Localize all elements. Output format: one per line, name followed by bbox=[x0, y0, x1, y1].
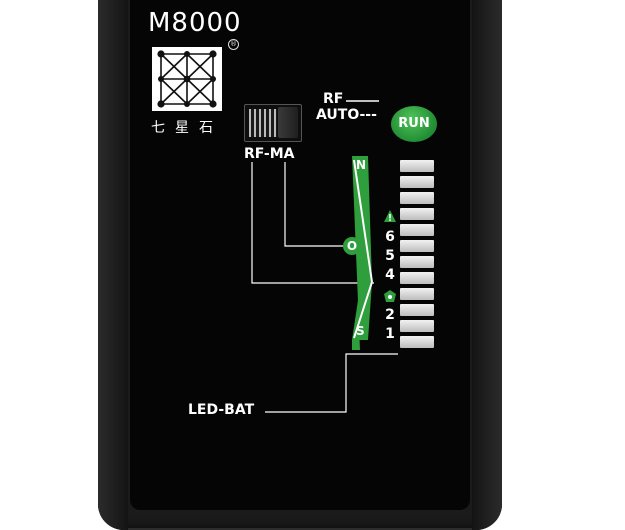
rf-legend-label: RF bbox=[323, 91, 344, 107]
led-segment bbox=[400, 320, 434, 332]
strength-needle-upper bbox=[353, 159, 373, 283]
pentagon-marker-icon bbox=[384, 290, 396, 302]
battery-callout-line bbox=[265, 353, 398, 413]
switch-grip bbox=[249, 109, 277, 137]
led-segment bbox=[400, 304, 434, 316]
strength-wedge-upper bbox=[352, 156, 372, 350]
level-number: 5 bbox=[385, 248, 395, 264]
led-segment bbox=[400, 224, 434, 236]
led-segment bbox=[400, 288, 434, 300]
led-segment bbox=[400, 256, 434, 268]
led-level-bar bbox=[400, 160, 434, 352]
led-segment bbox=[400, 272, 434, 284]
level-number: 6 bbox=[385, 229, 395, 245]
device-right-bezel bbox=[472, 0, 502, 530]
auto-legend-label: AUTO--- bbox=[316, 107, 377, 123]
south-label: S bbox=[356, 324, 365, 338]
exclamation-triangle-icon bbox=[384, 210, 396, 222]
strength-needle-lower bbox=[353, 281, 373, 339]
device-left-bezel bbox=[98, 0, 128, 530]
switch-knob[interactable] bbox=[278, 107, 298, 138]
led-segment bbox=[400, 160, 434, 172]
led-segment bbox=[400, 192, 434, 204]
rf-ma-switch[interactable] bbox=[244, 104, 302, 142]
run-button[interactable]: RUN bbox=[391, 106, 437, 142]
brand-chinese-text: 七星石 bbox=[151, 120, 223, 136]
rf-ma-label: RF-MA bbox=[244, 146, 295, 162]
led-segment bbox=[400, 336, 434, 348]
led-bat-label: LED-BAT bbox=[188, 402, 255, 418]
diagram-lines bbox=[251, 100, 398, 413]
led-segment bbox=[400, 208, 434, 220]
level-number: 4 bbox=[385, 267, 395, 283]
switch-to-level-callout bbox=[251, 162, 374, 284]
model-name: M8000 bbox=[148, 8, 242, 38]
level-number: 1 bbox=[385, 326, 395, 342]
registered-mark: ® bbox=[228, 39, 239, 50]
o-indicator-badge: O bbox=[343, 237, 361, 255]
switch-to-o-callout bbox=[284, 162, 344, 247]
led-segment bbox=[400, 240, 434, 252]
north-label: N bbox=[356, 158, 367, 172]
level-number: 2 bbox=[385, 307, 395, 323]
constellation-logo-icon bbox=[152, 47, 222, 111]
led-segment bbox=[400, 176, 434, 188]
